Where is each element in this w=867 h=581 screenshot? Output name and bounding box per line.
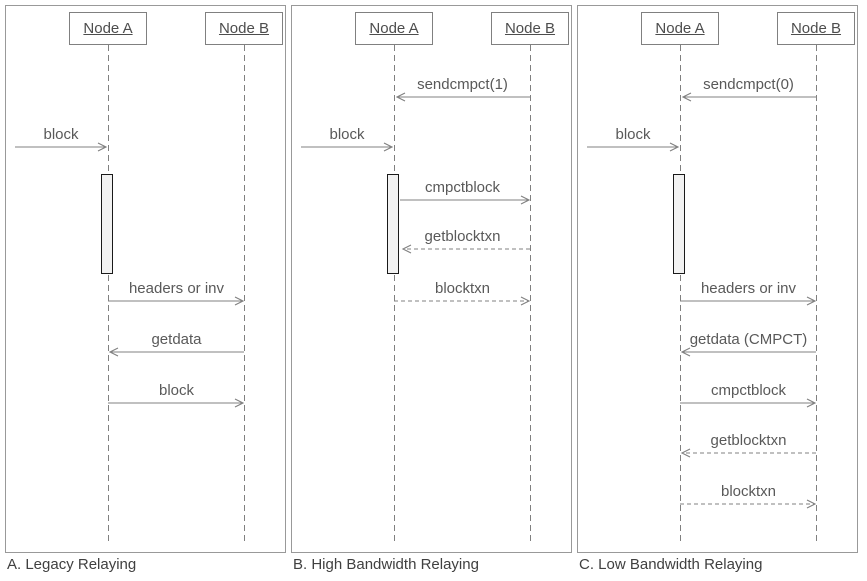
node-b-box: Node B bbox=[777, 12, 855, 45]
node-b-label: Node B bbox=[790, 20, 842, 37]
message-label-block-in: block bbox=[329, 126, 365, 143]
panel-high-bandwidth-relaying: Node A Node B sendcmpct(1) block cmpctbl… bbox=[291, 5, 572, 553]
node-b-box: Node B bbox=[491, 12, 569, 45]
panel-c-arrows bbox=[587, 45, 817, 541]
message-label-getdata-cmpct: getdata (CMPCT) bbox=[689, 331, 808, 348]
message-label-block: block bbox=[158, 382, 195, 399]
node-a-label: Node A bbox=[655, 20, 705, 37]
node-a-box: Node A bbox=[69, 12, 147, 45]
message-label-cmpctblock: cmpctblock bbox=[424, 179, 501, 196]
panel-low-bandwidth-relaying: Node A Node B sendcmpct(0) block headers… bbox=[577, 5, 858, 553]
caption-low-bandwidth-relaying: C. Low Bandwidth Relaying bbox=[579, 556, 763, 573]
caption-legacy-relaying: A. Legacy Relaying bbox=[7, 556, 137, 573]
message-label-getblocktxn: getblocktxn bbox=[424, 228, 501, 245]
activation-bar bbox=[673, 174, 685, 274]
panel-b-arrows bbox=[301, 45, 531, 541]
activation-bar bbox=[101, 174, 113, 274]
message-label-block-in: block bbox=[43, 126, 79, 143]
node-b-label: Node B bbox=[504, 20, 556, 37]
message-label-sendcmpct1: sendcmpct(1) bbox=[417, 76, 508, 93]
message-label-cmpctblock: cmpctblock bbox=[710, 382, 787, 399]
node-b-box: Node B bbox=[205, 12, 283, 45]
activation-bar bbox=[387, 174, 399, 274]
message-label-block-in: block bbox=[615, 126, 651, 143]
message-label-getdata: getdata bbox=[151, 331, 202, 348]
message-label-blocktxn: blocktxn bbox=[434, 280, 491, 297]
node-a-box: Node A bbox=[355, 12, 433, 45]
caption-high-bandwidth-relaying: B. High Bandwidth Relaying bbox=[293, 556, 479, 573]
message-label-sendcmpct0: sendcmpct(0) bbox=[703, 76, 794, 93]
panel-a-arrows bbox=[15, 45, 245, 541]
message-label-blocktxn: blocktxn bbox=[720, 483, 777, 500]
node-a-box: Node A bbox=[641, 12, 719, 45]
message-label-getblocktxn: getblocktxn bbox=[710, 432, 787, 449]
node-b-label: Node B bbox=[218, 20, 270, 37]
panel-legacy-relaying: Node A Node B block headers or inv getda… bbox=[5, 5, 286, 553]
message-label-headers-or-inv: headers or inv bbox=[128, 280, 225, 297]
message-label-headers-or-inv: headers or inv bbox=[700, 280, 797, 297]
node-a-label: Node A bbox=[83, 20, 133, 37]
node-a-label: Node A bbox=[369, 20, 419, 37]
